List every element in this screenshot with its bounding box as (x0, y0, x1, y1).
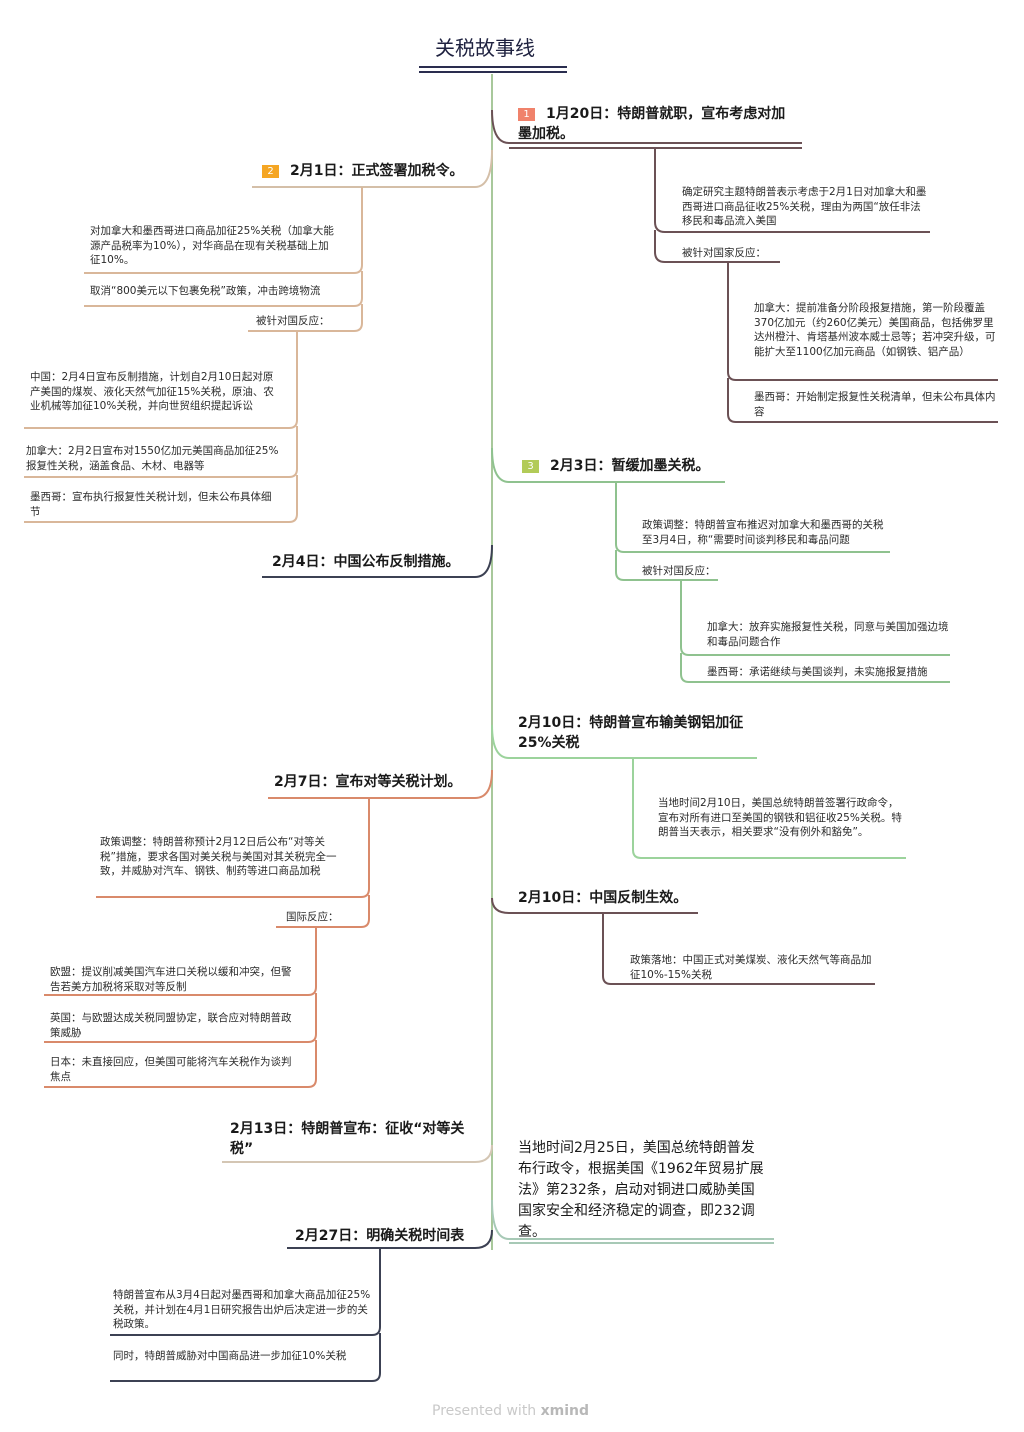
t10-detail-china[interactable]: 同时，特朗普威胁对中国商品进一步加征10%关税 (113, 1350, 347, 1362)
t1-reaction-header[interactable]: 被针对国家反应： (682, 247, 766, 259)
topic-feb3[interactable]: 3 2月3日：暂缓加墨关税。 (522, 456, 709, 476)
topic-feb3-label: 2月3日：暂缓加墨关税。 (550, 458, 710, 474)
t6-reaction-header[interactable]: 国际反应： (286, 911, 339, 923)
t6-reaction-eu[interactable]: 欧盟：提议削减美国汽车进口关税以缓和冲突，但警告若美方加税将采取对等反制 (50, 966, 292, 993)
t5-detail[interactable]: 当地时间2月10日，美国总统特朗普签署行政命令，宣布对所有进口至美国的钢铁和铝征… (658, 797, 902, 838)
t3-policy-adjustment[interactable]: 政策调整：特朗普宣布推迟对加拿大和墨西哥的关税至3月4日，称“需要时间谈判移民和… (642, 519, 884, 546)
topic-feb13[interactable]: 2月13日：特朗普宣布：征收“对等关税” (230, 1121, 465, 1157)
topic-feb27[interactable]: 2月27日：明确关税时间表 (295, 1228, 465, 1244)
topic-jan20-label: 1月20日：特朗普就职，宣布考虑对加墨加税。 (518, 106, 786, 142)
topic-feb1[interactable]: 2 2月1日：正式签署加税令。 (262, 161, 463, 181)
branch-t3 (491, 447, 950, 683)
branch-t10 (110, 1229, 493, 1382)
t1-detail[interactable]: 确定研究主题特朗普表示考虑于2月1日对加拿大和墨西哥进口商品征收25%关税，理由… (682, 186, 927, 227)
t2-reaction-canada[interactable]: 加拿大：2月2日宣布对1550亿加元美国商品加征25%报复性关税，涵盖食品、木材… (26, 445, 279, 472)
t3-reaction-header[interactable]: 被针对国反应： (642, 565, 716, 577)
branch-t4 (262, 544, 493, 578)
t3-reaction-mexico[interactable]: 墨西哥：承诺继续与美国谈判，未实施报复措施 (707, 666, 928, 678)
branch-t7 (491, 897, 875, 985)
t6-policy-adjustment[interactable]: 政策调整：特朗普称预计2月12日后公布“对等关税”措施，要求各国对美关税与美国对… (100, 836, 337, 877)
t10-detail-schedule[interactable]: 特朗普宣布从3月4日起对墨西哥和加拿大商品加征25%关税，并计划在4月1日研究报… (113, 1289, 371, 1330)
branch-t5 (491, 724, 906, 859)
priority-3-icon: 3 (522, 460, 539, 473)
watermark-prefix: Presented with (432, 1403, 541, 1419)
t1-reaction-mexico[interactable]: 墨西哥：开始制定报复性关税清单，但未公布具体内容 (754, 391, 996, 418)
t2-detail-tariffs[interactable]: 对加拿大和墨西哥进口商品加征25%关税（加拿大能源产品税率为10%），对华商品在… (90, 225, 334, 266)
xmind-logo: xmind (540, 1403, 590, 1419)
t7-detail[interactable]: 政策落地：中国正式对美煤炭、液化天然气等商品加征10%-15%关税 (630, 954, 872, 981)
topic-feb10-china[interactable]: 2月10日：中国反制生效。 (518, 890, 688, 906)
t1-reaction-canada[interactable]: 加拿大：提前准备分阶段报复措施，第一阶段覆盖370亿加元（约260亿美元）美国商… (754, 302, 996, 358)
priority-1-icon: 1 (518, 108, 535, 121)
branch-t9 (491, 1199, 774, 1244)
title-underline (419, 66, 567, 73)
t2-reaction-header[interactable]: 被针对国反应： (256, 315, 330, 327)
branch-t1 (491, 109, 998, 423)
topic-feb4[interactable]: 2月4日：中国公布反制措施。 (272, 554, 460, 570)
t3-reaction-canada[interactable]: 加拿大：放弃实施报复性关税，同意与美国加强边境和毒品问题合作 (707, 621, 949, 648)
t6-reaction-uk[interactable]: 英国：与欧盟达成关税同盟协定，联合应对特朗普政策威胁 (50, 1012, 292, 1039)
t2-reaction-mexico[interactable]: 墨西哥：宣布执行报复性关税计划，但未公布具体细节 (30, 491, 272, 518)
watermark: Presented with xmind (432, 1403, 589, 1419)
branch-t2 (24, 149, 493, 523)
t2-reaction-china[interactable]: 中国：2月4日宣布反制措施，计划自2月10日起对原产美国的煤炭、液化天然气加征1… (30, 371, 274, 412)
priority-2-icon: 2 (262, 165, 279, 178)
topic-feb10-steel[interactable]: 2月10日：特朗普宣布输美钢铝加征25%关税 (518, 715, 744, 751)
t2-detail-de-minimis[interactable]: 取消“800美元以下包裹免税”政策，冲击跨境物流 (90, 285, 321, 297)
topic-feb7[interactable]: 2月7日：宣布对等关税计划。 (274, 774, 462, 790)
page-title: 关税故事线 (435, 36, 535, 60)
topic-feb1-label: 2月1日：正式签署加税令。 (290, 163, 464, 179)
branch-t8 (222, 1144, 493, 1163)
topic-feb25[interactable]: 当地时间2月25日，美国总统特朗普发布行政令，根据美国《1962年贸易扩展法》第… (518, 1140, 764, 1240)
t6-reaction-japan[interactable]: 日本：未直接回应，但美国可能将汽车关税作为谈判焦点 (50, 1056, 292, 1083)
branch-t6 (44, 769, 493, 1088)
